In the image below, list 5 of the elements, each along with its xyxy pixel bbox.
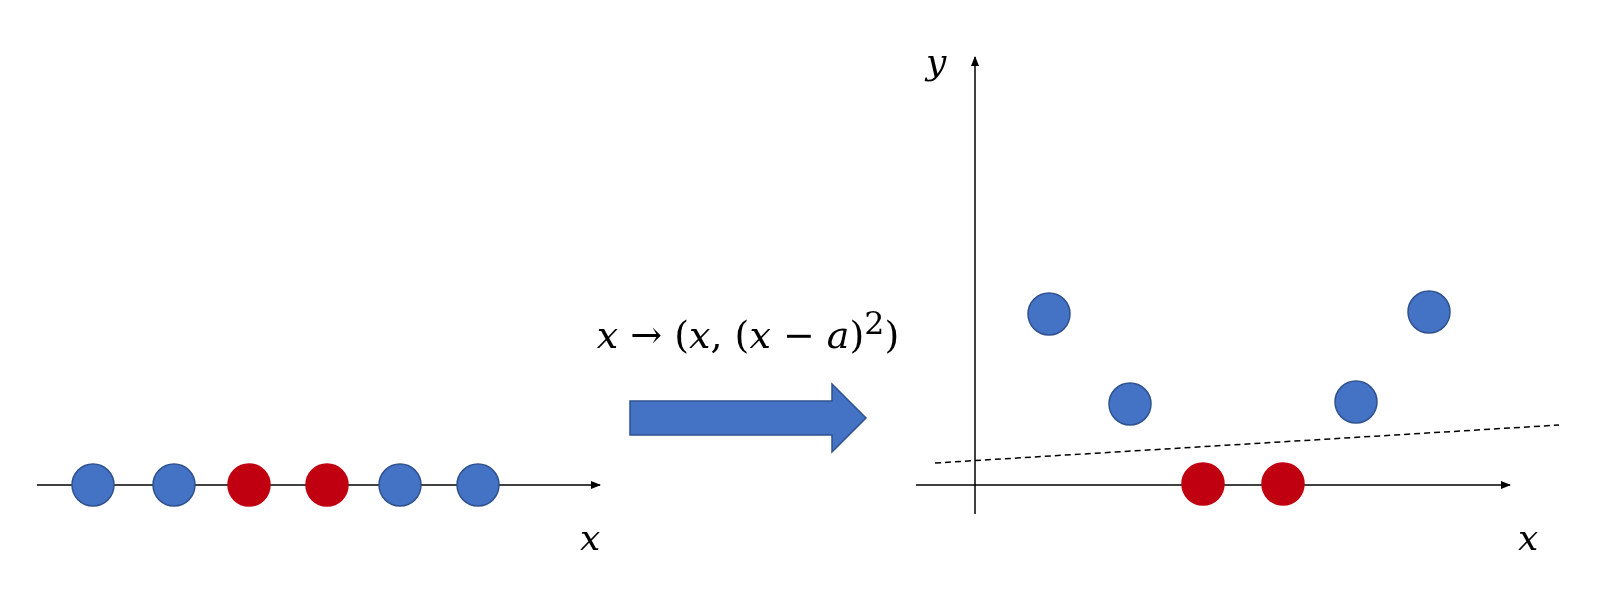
axis-label: x: [1518, 520, 1539, 556]
axis-label: x: [580, 520, 601, 556]
axis-label: y: [926, 44, 947, 80]
block-arrow: [629, 382, 868, 454]
mapping-formula: x → (x, (x − a)$^{2}$): [596, 308, 900, 354]
